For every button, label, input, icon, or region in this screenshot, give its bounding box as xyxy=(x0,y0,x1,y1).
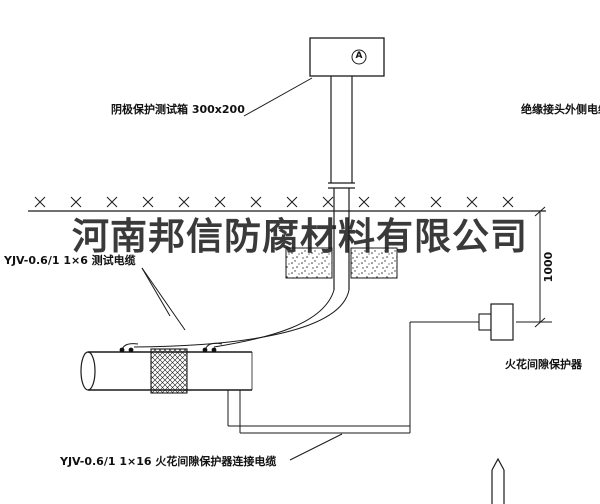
meter-letter: A xyxy=(355,51,363,61)
protector-connecting-cables xyxy=(227,322,411,434)
test-cable-label: YJV-0.6/1 1×6 测试电缆 xyxy=(4,254,136,267)
ground-surface-symbols xyxy=(34,196,514,208)
test-box-label: 阴极保护测试箱 300x200 xyxy=(111,103,245,116)
bottom-cable-leader-line xyxy=(289,433,343,461)
bottom-cable-label: YJV-0.6/1 1×16 火花间隙保护器连接电缆 xyxy=(60,455,277,468)
dimension-line xyxy=(516,206,552,328)
cable-weld-dots xyxy=(119,347,217,353)
spark-gap-protector xyxy=(410,303,514,341)
test-cables xyxy=(121,289,350,351)
insulated-joint-cable-label: 绝缘接头外侧电缆 xyxy=(521,103,600,116)
dimension-value: 1000 xyxy=(541,251,555,283)
pipe-end-cap xyxy=(80,351,96,391)
pipe-sleeve-hatch xyxy=(150,348,188,394)
spark-gap-label: 火花间隙保护器 xyxy=(505,358,582,371)
test-post xyxy=(328,76,355,290)
concrete-blocks xyxy=(285,247,398,279)
meter-circle-icon xyxy=(351,49,367,65)
pipeline xyxy=(80,348,253,394)
test-box-leader-line xyxy=(243,77,313,117)
test-box xyxy=(309,37,385,77)
test-cable-leader-lines xyxy=(141,267,186,331)
pipe-break-symbol xyxy=(491,457,505,504)
